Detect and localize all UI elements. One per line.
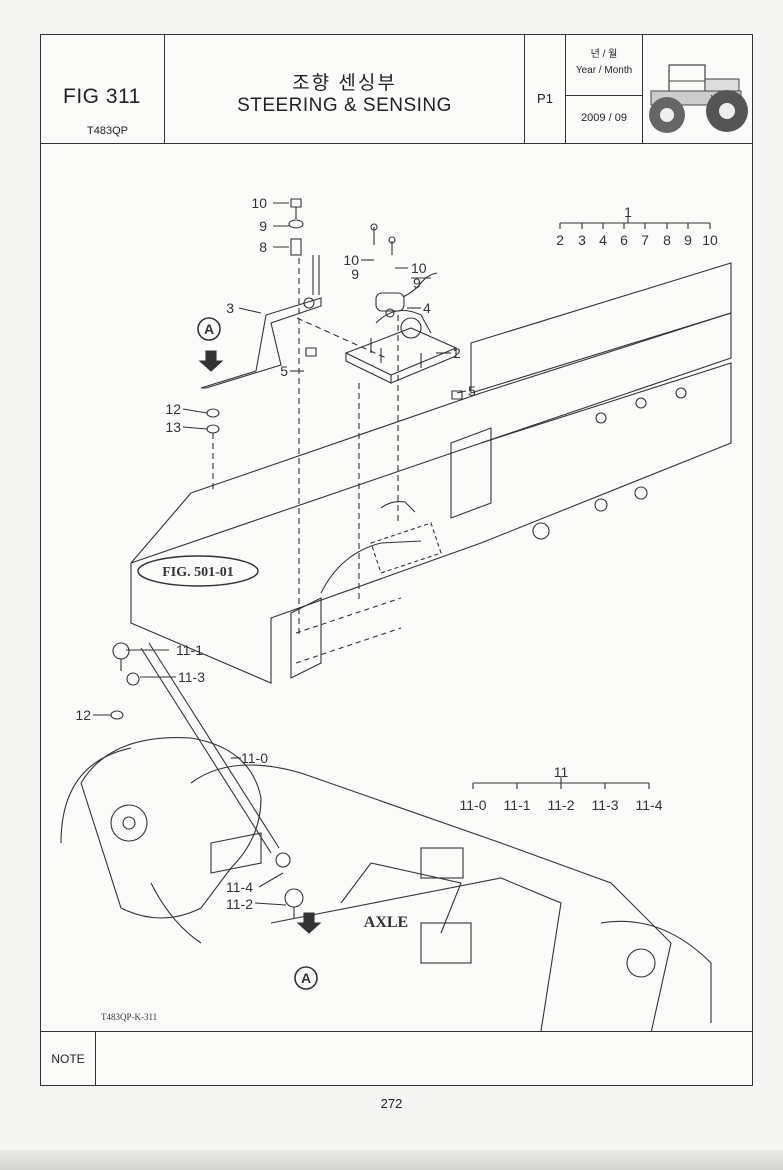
parts-sheet: FIG 311 T483QP 조향 센싱부 STEERING & SENSING…: [40, 34, 753, 1086]
callout-11: 11: [554, 764, 569, 780]
fig-cell: FIG 311 T483QP: [41, 35, 165, 143]
view-marker-a-top: A: [204, 321, 214, 337]
model-code: T483QP: [87, 125, 128, 137]
page-code: P1: [537, 91, 553, 106]
callout-11-0: 11-0: [241, 750, 268, 766]
callout-1-child-4: 4: [599, 232, 607, 248]
fig-number: FIG 311: [63, 85, 141, 108]
date-divider: [566, 95, 642, 96]
page-code-cell: P1: [525, 35, 566, 143]
ref-fig-label: FIG. 501-01: [162, 565, 234, 580]
title-english: STEERING & SENSING: [237, 95, 452, 116]
callout-5a: 5: [280, 363, 288, 379]
callout-1: 1: [624, 204, 632, 220]
callout-1-child-6: 6: [620, 232, 628, 248]
title-cell: 조향 센싱부 STEERING & SENSING: [165, 35, 525, 143]
callout-11-child-4: 11-4: [636, 797, 663, 813]
page-number: 272: [380, 1096, 403, 1111]
callout-6: 8: [259, 239, 267, 255]
callout-10a: 10: [343, 252, 359, 268]
title-korean: 조향 센싱부: [292, 73, 397, 94]
scan-edge: [0, 1150, 783, 1170]
callout-2: 2: [453, 345, 461, 361]
tractor-icon: [649, 64, 748, 133]
header: FIG 311 T483QP 조향 센싱부 STEERING & SENSING…: [41, 35, 752, 144]
callout-11-child-3: 11-3: [592, 797, 619, 813]
callout-11-child-2: 11-2: [548, 797, 575, 813]
callout-1-child-2: 2: [556, 232, 564, 248]
date-cell: 년 / 월 Year / Month 2009 / 09: [566, 35, 643, 143]
view-marker-a-bottom: A: [301, 970, 311, 986]
exploded-diagram: 1 2 3 4 6 7 8 9 10 11 11-0 11-1 11-2 11-…: [41, 143, 752, 1034]
callout-11-4: 11-4: [226, 879, 253, 895]
callout-11-child-1: 11-1: [504, 797, 531, 813]
callout-12a: 12: [165, 401, 181, 417]
callout-9a: 9: [351, 266, 359, 282]
axle-label: AXLE: [364, 914, 408, 931]
drawing-code: T483QP-K-311: [101, 1012, 157, 1022]
year-month-en: Year / Month: [575, 65, 633, 76]
callout-1-child-3: 3: [578, 232, 586, 248]
callout-11-3: 11-3: [178, 669, 205, 685]
year-month-ko: 년 / 월: [590, 49, 618, 60]
callout-12b: 12: [75, 707, 91, 723]
date-value: 2009 / 09: [581, 112, 627, 124]
callout-4: 4: [423, 300, 431, 316]
callout-11-1: 11-1: [176, 642, 203, 658]
callout-1-child-9: 9: [684, 232, 692, 248]
callout-5b: 5: [468, 383, 476, 399]
callout-3: 3: [226, 300, 234, 316]
tractor-cell: [643, 35, 752, 143]
callout-13: 13: [165, 419, 181, 435]
note-label: NOTE: [41, 1032, 96, 1086]
callout-10b: 10: [411, 260, 427, 276]
callout-1-child-8: 8: [663, 232, 671, 248]
callout-11-child-0: 11-0: [460, 797, 487, 813]
callout-8: 10: [251, 195, 267, 211]
callout-9b: 9: [413, 275, 421, 291]
steering-sensing-diagram: 1 2 3 4 6 7 8 9 10 11 11-0 11-1 11-2 11-…: [60, 195, 732, 1034]
note-row: NOTE: [41, 1031, 752, 1086]
callout-1-child-7: 7: [641, 232, 649, 248]
callout-1-child-10: 10: [702, 232, 718, 248]
callout-11-2: 11-2: [226, 896, 253, 912]
frame-outline: [130, 362, 732, 684]
callout-7: 9: [259, 218, 267, 234]
